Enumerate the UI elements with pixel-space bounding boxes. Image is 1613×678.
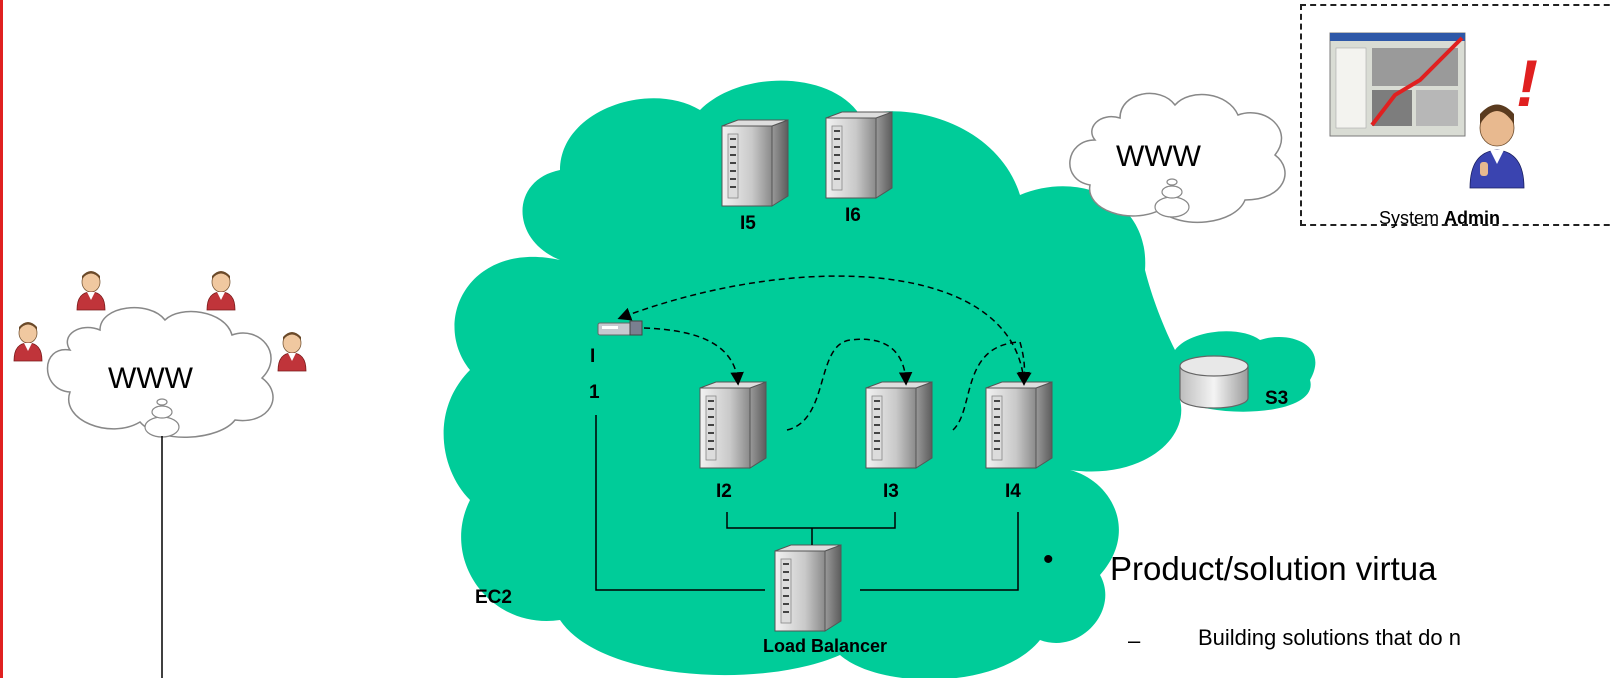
instance-icon-i1 <box>597 320 643 336</box>
instance-label-i5: I5 <box>740 213 756 234</box>
left-www-cloud <box>46 307 274 438</box>
ec2-label: EC2 <box>475 587 512 608</box>
admin-caption-bold: Admin <box>1444 208 1501 228</box>
admin-user-icon <box>1469 104 1525 189</box>
top-www-cloud <box>1069 92 1286 223</box>
server-icon-i3 <box>865 381 933 469</box>
user-icon <box>277 331 307 372</box>
sub-bullet-marker: – <box>1128 628 1141 653</box>
load-balancer-label: Load Balancer <box>763 636 888 656</box>
instance-label-i2: I2 <box>716 481 732 502</box>
replication-arrows <box>617 275 1032 431</box>
system-admin-caption: System Admin <box>1379 208 1500 229</box>
network-connectors <box>595 415 1019 591</box>
sub-bullet-text: Building solutions that do n <box>1198 625 1461 650</box>
user-icon <box>76 270 106 311</box>
instance-label-i1-top: I <box>590 346 596 367</box>
s3-label: S3 <box>1265 388 1289 409</box>
server-icon-i5 <box>721 119 789 207</box>
slide-left-border <box>0 0 3 678</box>
admin-monitor-screenshot <box>1329 32 1466 137</box>
admin-caption-prefix: System <box>1379 208 1445 228</box>
alert-exclamation: ! <box>1516 46 1538 120</box>
top-www-label: WWW <box>1116 140 1201 173</box>
instance-label-i6: I6 <box>845 205 861 226</box>
user-icon <box>13 321 43 362</box>
server-icon-load-balancer <box>774 544 842 632</box>
instance-label-i3: I3 <box>883 481 899 502</box>
server-icon-i4 <box>985 381 1053 469</box>
server-icon-i6 <box>825 111 893 199</box>
instance-label-i1-bottom: 1 <box>589 382 600 403</box>
system-admin-panel <box>1300 4 1613 226</box>
user-icon <box>206 270 236 311</box>
bullet-marker: • <box>1043 543 1054 576</box>
left-www-label: WWW <box>108 362 193 395</box>
instance-label-i4: I4 <box>1005 481 1021 502</box>
s3-storage-icon <box>1179 355 1249 409</box>
server-icon-i2 <box>699 381 767 469</box>
bullet-heading: Product/solution virtua <box>1110 550 1437 587</box>
